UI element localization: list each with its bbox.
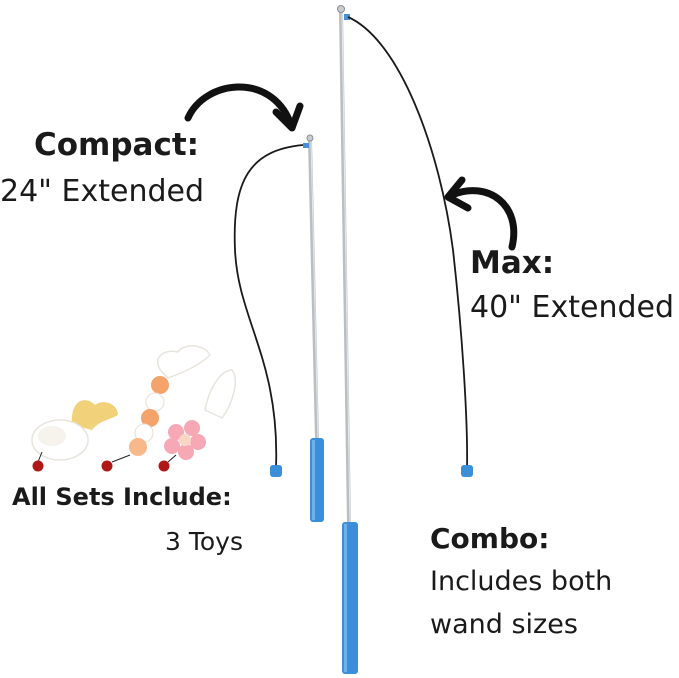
compact-detail: 24" Extended (0, 174, 204, 209)
sets-title: All Sets Include: (12, 483, 232, 511)
compact-title: Compact: (34, 127, 200, 163)
sets-detail: 3 Toys (165, 527, 243, 556)
combo-line2: wand sizes (430, 609, 578, 640)
max-detail: 40" Extended (470, 290, 674, 325)
wand-compact (233, 134, 324, 522)
combo-line1: Includes both (430, 566, 613, 597)
combo-title: Combo: (430, 522, 550, 555)
curved-arrow-icon-max (444, 176, 518, 251)
max-title: Max: (470, 245, 555, 281)
toy-caterpillar (101, 345, 211, 472)
wand-max (337, 5, 473, 674)
toy-flower (158, 369, 236, 472)
toy-mouse (31, 400, 118, 472)
curved-arrow-icon-compact (184, 83, 304, 132)
